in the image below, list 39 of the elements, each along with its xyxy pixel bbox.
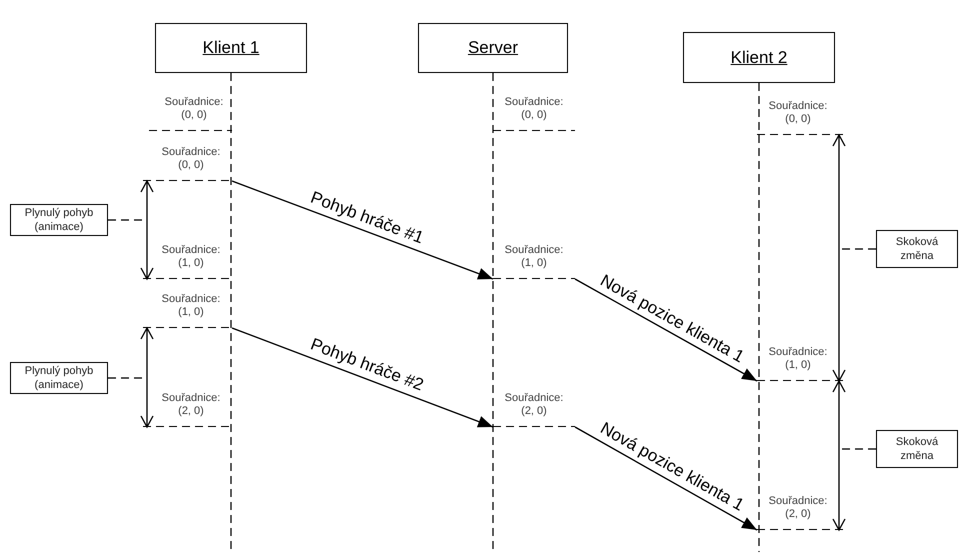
coordinate-label: Souřadnice: (2, 0) xyxy=(768,495,828,522)
participant-box xyxy=(683,32,835,83)
interval-arrow xyxy=(140,180,154,280)
coordinate-label: Souřadnice: (1, 0) xyxy=(160,293,222,320)
coordinate-label: Souřadnice: (1, 0) xyxy=(768,346,828,373)
coordinate-label: Souřadnice: (0, 0) xyxy=(164,96,224,123)
interval-arrow xyxy=(832,134,846,382)
participant-name: Klient 2 xyxy=(730,48,788,68)
note-box xyxy=(10,204,108,236)
participant-box xyxy=(155,23,307,73)
message-arrow xyxy=(232,180,494,280)
leader-line xyxy=(839,248,876,250)
coordinate-label: Souřadnice: (2, 0) xyxy=(160,392,222,419)
note-box xyxy=(10,362,108,394)
note-text: Plynulý pohyb (animace) xyxy=(24,364,94,392)
coordinate-label: Souřadnice: (1, 0) xyxy=(504,244,564,271)
edge-label: Pohyb hráče #2 xyxy=(308,334,426,396)
participant-name: Server xyxy=(468,38,518,58)
note-text: Skoková změna xyxy=(894,235,940,263)
note-text: Skoková změna xyxy=(894,435,940,463)
edge-label: Pohyb hráče #1 xyxy=(308,188,426,248)
message-arrow xyxy=(574,426,758,531)
note-box xyxy=(876,430,958,468)
message-arrow xyxy=(574,278,758,382)
interval-arrow xyxy=(140,327,154,428)
note-text: Plynulý pohyb (animace) xyxy=(24,206,94,234)
coordinate-label: Souřadnice: (0, 0) xyxy=(768,100,828,127)
coordinate-label: Souřadnice: (2, 0) xyxy=(504,392,564,419)
leader-line xyxy=(839,448,876,450)
interval-arrow xyxy=(832,380,846,531)
coordinate-marker xyxy=(143,392,232,427)
coordinate-marker xyxy=(143,244,232,279)
participant-name: Klient 1 xyxy=(202,38,260,58)
participant-box xyxy=(418,23,568,73)
coordinate-label: Souřadnice: (0, 0) xyxy=(160,146,222,173)
coordinate-label: Souřadnice: (0, 0) xyxy=(504,96,564,123)
message-arrow xyxy=(232,327,494,428)
note-box xyxy=(876,230,958,268)
coordinate-label: Souřadnice: (1, 0) xyxy=(160,244,222,271)
